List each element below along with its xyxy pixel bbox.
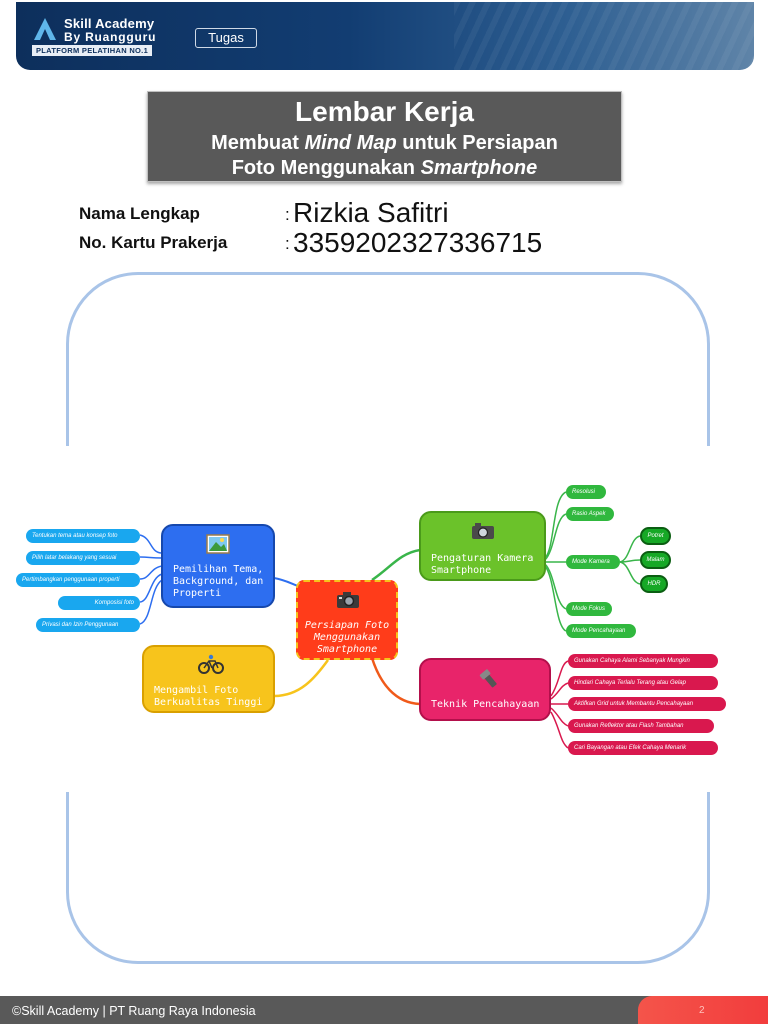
brand-name: Skill Academy: [64, 16, 155, 31]
quality-node-line-1: Mengambil Foto: [154, 685, 239, 696]
lighting-leaf: Gunakan Reflektor atau Flash Tambahan: [568, 719, 714, 733]
lighting-leaf: Gunakan Cahaya Alami Sebanyak Mungkin: [568, 654, 718, 668]
theme-node-line-3: Properti: [173, 588, 222, 599]
footer-copyright: ©Skill Academy | PT Ruang Raya Indonesia: [12, 1004, 256, 1018]
name-value: Rizkia Safitri: [293, 197, 449, 228]
card-colon: :: [285, 234, 290, 253]
footer-accent: [638, 996, 768, 1024]
worksheet-title-box: Lembar Kerja Membuat Mind Map untuk Pers…: [147, 91, 622, 182]
card-label: No. Kartu Prakerja: [79, 233, 228, 252]
lighting-leaf: Cari Bayangan atau Efek Cahaya Menarik: [568, 741, 718, 755]
camera-leaf: Mode Pencahayaan: [566, 624, 636, 638]
camera-leaf: Mode Fokus: [566, 602, 612, 616]
theme-leaf: Privasi dan Izin Penggunaan: [36, 618, 140, 632]
name-label: Nama Lengkap: [79, 204, 200, 223]
camera-leaf: Rasio Aspek: [566, 507, 614, 521]
center-node-line-1: Persiapan Foto: [304, 620, 390, 631]
cyclist-icon: [198, 654, 224, 674]
brand-subname: By Ruangguru: [64, 30, 157, 44]
name-colon: :: [285, 205, 290, 224]
center-node: Persiapan Foto Menggunakan Smartphone: [296, 580, 398, 660]
tugas-tag: Tugas: [195, 28, 257, 48]
quality-node-line-2: Berkualitas Tinggi: [154, 697, 263, 708]
brand-tagline: PLATFORM PELATIHAN NO.1: [32, 45, 153, 56]
camera-settings-node: Pengaturan Kamera Smartphone: [419, 511, 546, 581]
camera-node-line-1: Pengaturan Kamera: [431, 553, 534, 564]
theme-leaf: Komposisi foto: [58, 596, 140, 610]
flashlight-icon: [479, 669, 497, 688]
theme-leaf: Pilih latar belakang yang sesuai: [26, 551, 140, 565]
lighting-node-line-1: Teknik Pencahayaan: [431, 699, 540, 710]
title-main: Lembar Kerja: [295, 96, 474, 127]
quality-node: Mengambil Foto Berkualitas Tinggi: [142, 645, 275, 713]
skill-academy-logo-icon: [34, 18, 56, 40]
lighting-leaf: Aktifkan Grid untuk Membantu Pencahayaan: [568, 697, 726, 711]
theme-leaf: Tentukan tema atau konsep foto: [26, 529, 140, 543]
theme-node-line-2: Background, dan: [173, 576, 264, 587]
camera-leaf: Mode Kamera: [566, 555, 620, 569]
title-subtitle-line-1: Membuat Mind Map untuk Persiapan: [211, 132, 558, 154]
picture-icon: [206, 534, 230, 554]
camera-leaf: Resolusi: [566, 485, 606, 499]
mind-map-connectors: [139, 491, 641, 749]
center-node-line-2: Menggunakan: [313, 632, 381, 643]
theme-node-line-1: Pemilihan Tema,: [173, 564, 264, 575]
lighting-node: Teknik Pencahayaan: [419, 658, 551, 721]
card-value: 3359202327336715: [293, 227, 543, 258]
header-banner: Skill Academy By Ruangguru PLATFORM PELA…: [16, 2, 754, 70]
lighting-leaf: Hindari Cahaya Terlalu Terang atau Gelap: [568, 676, 718, 690]
camera-mode-leaf: Malam: [640, 551, 671, 569]
mind-map: Persiapan Foto Menggunakan Smartphone Pe…: [0, 478, 768, 764]
theme-leaf: Pertimbangkan penggunaan properti: [16, 573, 140, 587]
photo-camera-icon: [472, 523, 494, 539]
camera-mode-leaf: HDR: [640, 575, 668, 593]
header-decoration: [454, 2, 754, 70]
camera-icon: [337, 592, 359, 608]
footer-bar: ©Skill Academy | PT Ruang Raya Indonesia…: [0, 996, 768, 1024]
camera-node-line-2: Smartphone: [431, 565, 492, 576]
center-node-line-3: Smartphone: [316, 644, 378, 655]
page-number: 2: [699, 1005, 705, 1016]
camera-mode-leaf: Potret: [640, 527, 671, 545]
title-subtitle-line-2: Foto Menggunakan Smartphone: [231, 157, 538, 179]
theme-node: Pemilihan Tema, Background, dan Properti: [161, 524, 275, 608]
